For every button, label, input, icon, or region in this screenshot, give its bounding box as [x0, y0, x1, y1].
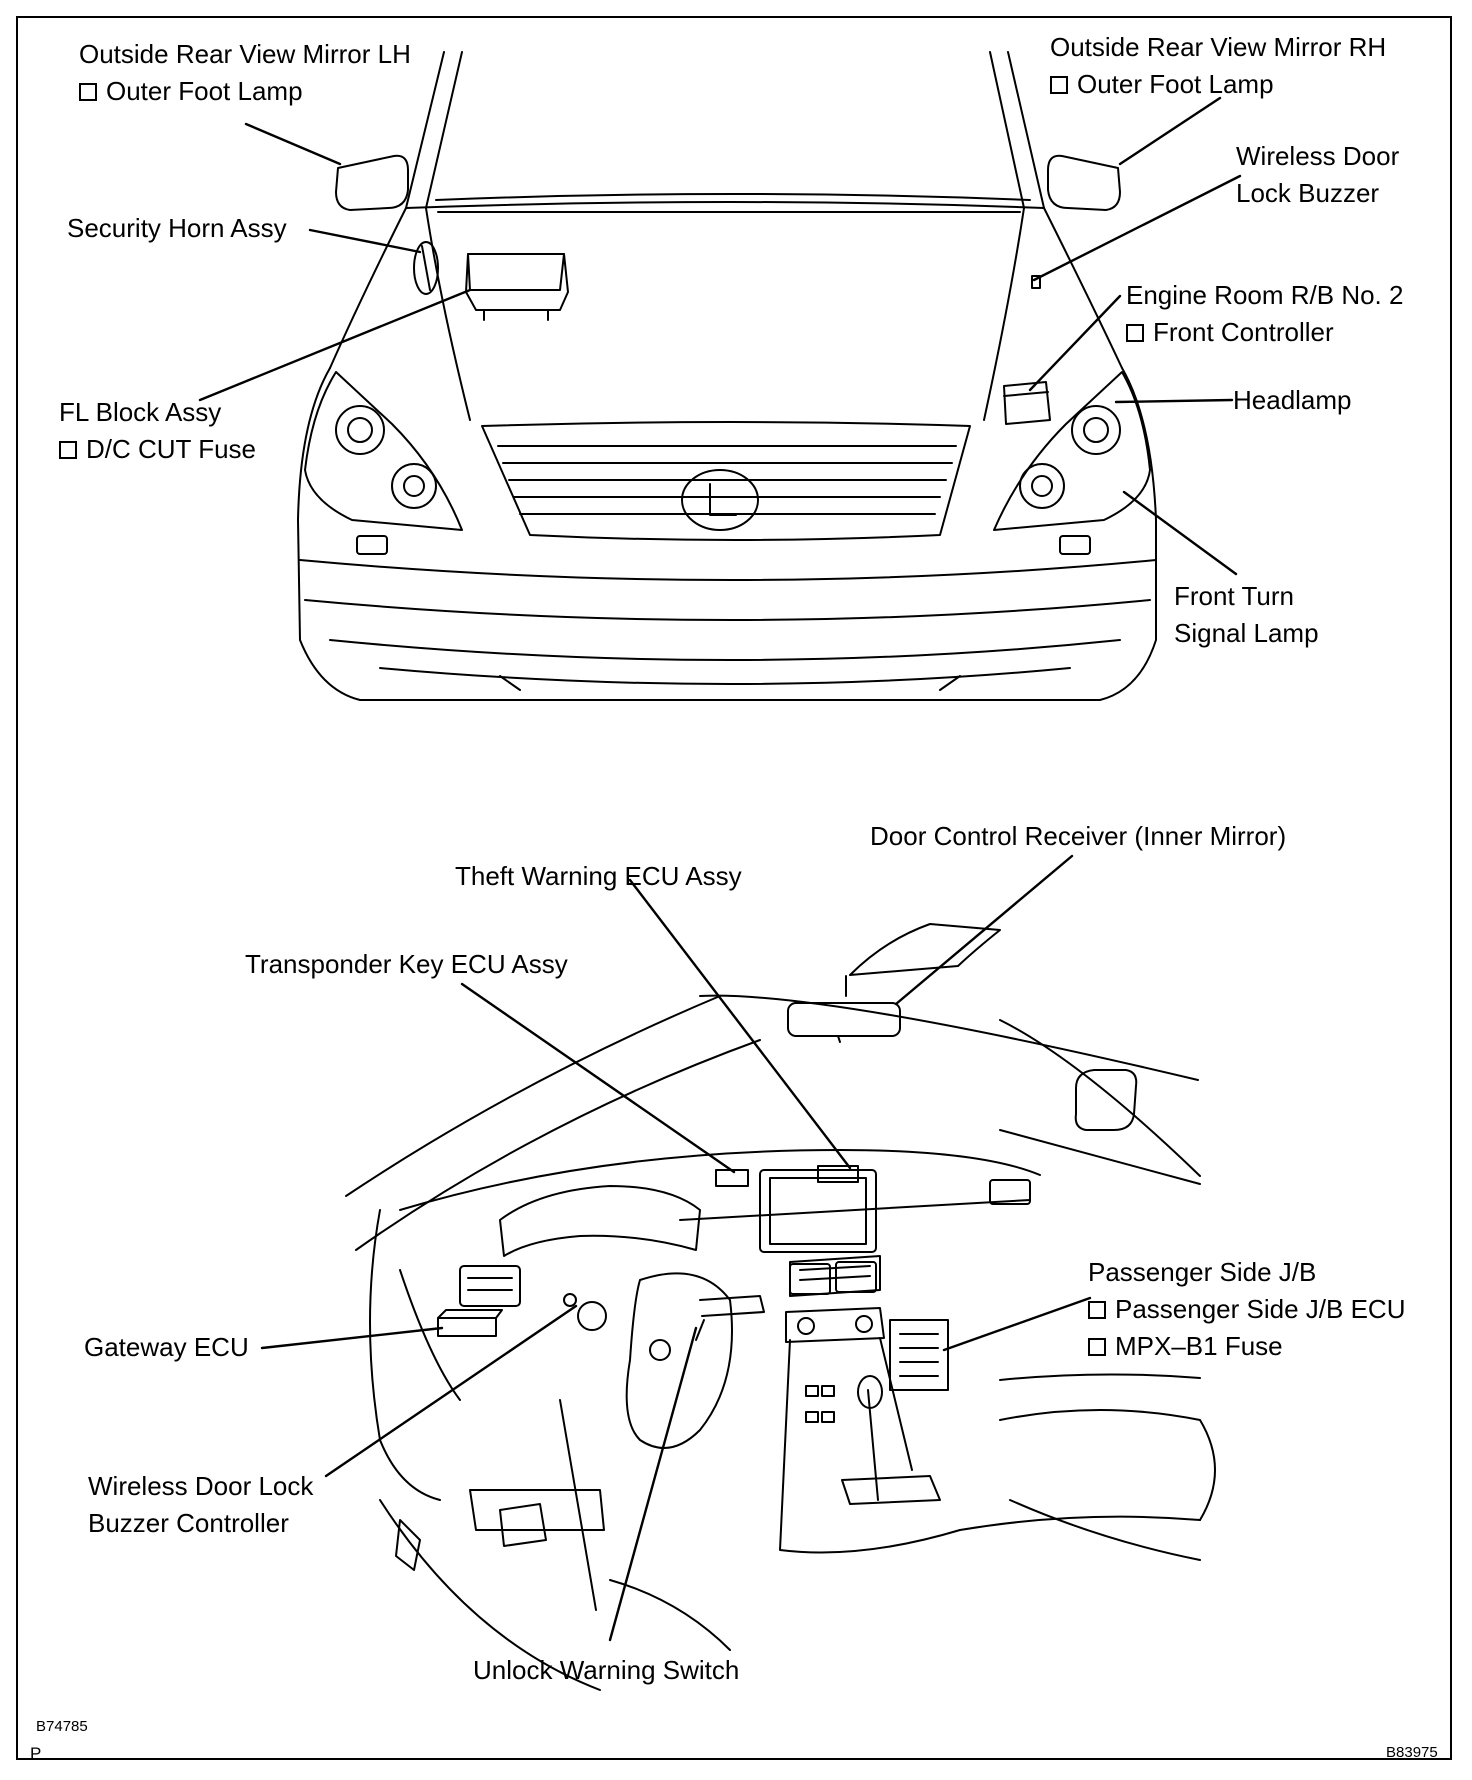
- mirror-rh-sub-text: Outer Foot Lamp: [1077, 69, 1274, 99]
- mirror-lh-title: Outside Rear View Mirror LH: [79, 39, 411, 69]
- label-mirror-rh: Outside Rear View Mirror RH Outer Foot L…: [1050, 29, 1386, 103]
- engine-rb2-title: Engine Room R/B No. 2: [1126, 280, 1404, 310]
- label-headlamp: Headlamp: [1233, 385, 1352, 415]
- figure-frame: [16, 16, 1452, 1760]
- fl-block-sub-text: D/C CUT Fuse: [86, 434, 256, 464]
- label-security-horn: Security Horn Assy: [67, 213, 287, 243]
- passenger-jb-sub2-text: MPX–B1 Fuse: [1115, 1331, 1283, 1361]
- buzzer-controller-line2: Buzzer Controller: [88, 1508, 289, 1538]
- page-mark: P: [30, 1744, 42, 1763]
- checkbox-square-icon: [1088, 1338, 1106, 1356]
- mirror-lh-sub: Outer Foot Lamp: [79, 73, 411, 110]
- buzzer-controller-line1: Wireless Door Lock: [88, 1471, 314, 1501]
- passenger-jb-sub2: MPX–B1 Fuse: [1088, 1328, 1405, 1365]
- label-transponder-ecu: Transponder Key ECU Assy: [245, 949, 568, 979]
- engine-rb2-sub: Front Controller: [1126, 314, 1403, 351]
- mirror-rh-title: Outside Rear View Mirror RH: [1050, 32, 1387, 62]
- label-engine-rb2: Engine Room R/B No. 2 Front Controller: [1126, 277, 1403, 351]
- label-gateway-ecu: Gateway ECU: [84, 1332, 249, 1362]
- engine-rb2-sub-text: Front Controller: [1153, 317, 1334, 347]
- checkbox-square-icon: [1088, 1301, 1106, 1319]
- mirror-rh-sub: Outer Foot Lamp: [1050, 66, 1386, 103]
- car-interior-view: [345, 923, 1216, 1691]
- label-buzzer-controller: Wireless Door Lock Buzzer Controller: [88, 1468, 313, 1542]
- label-unlock-switch: Unlock Warning Switch: [473, 1655, 740, 1685]
- fl-block-title: FL Block Assy: [59, 397, 222, 427]
- figure-code-lower: B83975: [1386, 1744, 1438, 1761]
- label-fl-block: FL Block Assy D/C CUT Fuse: [59, 394, 256, 468]
- label-turn-signal: Front Turn Signal Lamp: [1174, 578, 1319, 652]
- checkbox-square-icon: [1126, 324, 1144, 342]
- passenger-jb-sub1: Passenger Side J/B ECU: [1088, 1291, 1405, 1328]
- wireless-buzzer-line2: Lock Buzzer: [1236, 178, 1380, 208]
- passenger-jb-title: Passenger Side J/B: [1088, 1257, 1317, 1287]
- label-mirror-lh: Outside Rear View Mirror LH Outer Foot L…: [79, 36, 411, 110]
- wireless-buzzer-line1: Wireless Door: [1236, 141, 1400, 171]
- label-door-receiver: Door Control Receiver (Inner Mirror): [870, 821, 1287, 851]
- mirror-lh-sub-text: Outer Foot Lamp: [106, 76, 303, 106]
- label-theft-ecu: Theft Warning ECU Assy: [455, 861, 742, 891]
- label-wireless-buzzer: Wireless Door Lock Buzzer: [1236, 138, 1399, 212]
- checkbox-square-icon: [59, 441, 77, 459]
- checkbox-square-icon: [79, 83, 97, 101]
- fl-block-sub: D/C CUT Fuse: [59, 431, 256, 468]
- leader-lines: [198, 96, 1242, 1642]
- checkbox-square-icon: [1050, 76, 1068, 94]
- passenger-jb-sub1-text: Passenger Side J/B ECU: [1115, 1294, 1406, 1324]
- turn-signal-line2: Signal Lamp: [1174, 618, 1319, 648]
- turn-signal-line1: Front Turn: [1174, 581, 1294, 611]
- car-front-view: [297, 51, 1157, 701]
- figure-code-upper: B74785: [36, 1718, 88, 1735]
- label-passenger-jb: Passenger Side J/B Passenger Side J/B EC…: [1088, 1254, 1405, 1365]
